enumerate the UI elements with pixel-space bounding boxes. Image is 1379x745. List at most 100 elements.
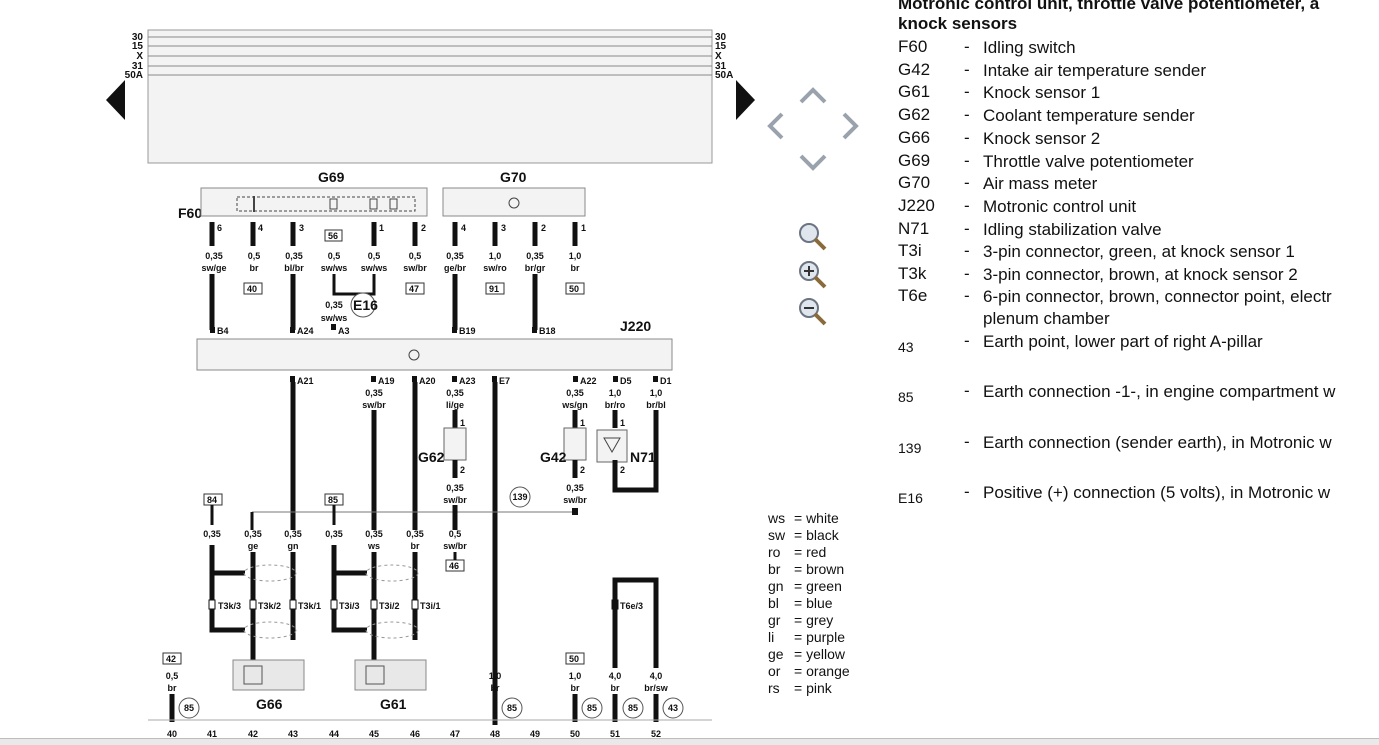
legend-title-line1: Motronic control unit, throttle valve po… bbox=[898, 0, 1320, 13]
ref-box-42: 42 bbox=[166, 654, 176, 664]
wire-color: sw/ro bbox=[483, 263, 507, 273]
chevron-up-icon[interactable] bbox=[793, 78, 833, 114]
track-number: 43 bbox=[288, 729, 298, 739]
next-page-arrow[interactable] bbox=[736, 80, 755, 120]
chevron-left-icon[interactable] bbox=[756, 108, 796, 144]
bottom-wire-labels: 0,35 0,35 ge 0,35 gn 0,35 0,35 ws 0,35 b… bbox=[203, 529, 467, 551]
n71-component bbox=[596, 429, 628, 463]
legend-desc: Idling stabilization valve bbox=[983, 220, 1162, 239]
g62-component bbox=[443, 427, 467, 461]
ref-box-40: 40 bbox=[247, 284, 257, 294]
wire-color: ws/gn bbox=[561, 400, 588, 410]
pin-g69-1: 1 bbox=[379, 223, 384, 233]
wire-size: 0,35 bbox=[526, 251, 544, 261]
legend-desc: Motronic control unit bbox=[983, 197, 1137, 216]
rail-label-x: X bbox=[136, 51, 143, 62]
color-key-row: br= brown bbox=[768, 561, 845, 577]
rail-lines bbox=[148, 36, 712, 76]
magnifier-icon[interactable] bbox=[796, 220, 828, 252]
wire-size: 1,0 bbox=[650, 388, 663, 398]
rail-label-15: 15 bbox=[132, 41, 144, 52]
pin-a20: A20 bbox=[419, 376, 436, 386]
track-number: 45 bbox=[369, 729, 379, 739]
wire-size: 0,5 bbox=[166, 671, 179, 681]
knock-sensor-wires bbox=[209, 545, 418, 660]
wire-color: ws bbox=[367, 541, 380, 551]
wire-size: 1,0 bbox=[489, 671, 502, 681]
wire-color: br/ro bbox=[605, 400, 626, 410]
legend-code: G66 bbox=[898, 128, 931, 147]
wire-size: 0,35 bbox=[406, 529, 424, 539]
wiring-diagram: 30 15 X 31 50A 30 15 X 31 50A G69 F60 G7… bbox=[106, 29, 755, 739]
wire-size: 0,35 bbox=[446, 483, 464, 493]
wire-size: 0,5 bbox=[449, 529, 462, 539]
connector-t3i-2: T3i/2 bbox=[379, 601, 400, 611]
color-key-row: gr= grey bbox=[768, 612, 834, 628]
ref-box-91: 91 bbox=[489, 284, 499, 294]
g69-component bbox=[200, 187, 428, 217]
rail-label-15-right: 15 bbox=[715, 41, 727, 52]
legend-code: G61 bbox=[898, 82, 931, 101]
legend-code: N71 bbox=[898, 219, 930, 238]
pin-b4: B4 bbox=[217, 326, 229, 336]
zoom-in-icon[interactable] bbox=[796, 258, 828, 290]
legend-code: G70 bbox=[898, 173, 931, 192]
wire-color: sw/br bbox=[443, 541, 467, 551]
wire-size: 0,35 bbox=[365, 529, 383, 539]
color-key-row: sw= black bbox=[768, 527, 839, 543]
pin-a21: A21 bbox=[297, 376, 314, 386]
pin-g69-4: 4 bbox=[258, 223, 263, 233]
f60-label: F60 bbox=[178, 205, 202, 221]
track-number: 41 bbox=[207, 729, 217, 739]
track-number: 42 bbox=[248, 729, 258, 739]
horizontal-scrollbar[interactable] bbox=[0, 738, 1379, 745]
track-number: 44 bbox=[329, 729, 339, 739]
rail-label-50a-right: 50A bbox=[715, 70, 733, 81]
g42-pin-2: 2 bbox=[580, 465, 585, 475]
pin-g69-6: 6 bbox=[217, 223, 222, 233]
wire-color: br bbox=[411, 541, 420, 551]
wire-color: ge/br bbox=[444, 263, 467, 273]
j220-down-wires bbox=[290, 382, 659, 725]
track-number: 50 bbox=[570, 729, 580, 739]
chevron-right-icon[interactable] bbox=[830, 108, 870, 144]
g42-component bbox=[563, 427, 587, 461]
wire-color: br bbox=[168, 683, 177, 693]
g42-pin-1: 1 bbox=[580, 418, 585, 428]
legend-desc: Knock sensor 2 bbox=[983, 129, 1101, 148]
earth-85: 85 bbox=[507, 703, 517, 713]
connector-t6e-3: T6e/3 bbox=[620, 601, 643, 611]
top-stubs bbox=[209, 222, 578, 246]
legend-desc: 6-pin connector, brown, connector point,… bbox=[983, 287, 1332, 306]
j220-label: J220 bbox=[620, 318, 651, 334]
pin-b18: B18 bbox=[539, 326, 556, 336]
track-number: 46 bbox=[410, 729, 420, 739]
legend-desc: Intake air temperature sender bbox=[983, 61, 1207, 80]
legend-desc: Air mass meter bbox=[983, 174, 1098, 193]
legend-code: 43 bbox=[898, 339, 914, 355]
legend-title-line2: knock sensors bbox=[898, 14, 1018, 33]
chevron-down-icon[interactable] bbox=[793, 144, 833, 180]
pin-g70-4: 4 bbox=[461, 223, 466, 233]
legend-code: G42 bbox=[898, 60, 931, 79]
track-number: 52 bbox=[651, 729, 661, 739]
top-wire-labels: 0,35 sw/ge 0,5 br 0,35 bl/br 0,5 sw/ws 0… bbox=[201, 251, 581, 273]
rail-label-30: 30 bbox=[132, 32, 144, 43]
connector-shields bbox=[243, 564, 419, 639]
sensor-lower-stubs bbox=[452, 460, 618, 478]
legend-desc: Earth point, lower part of right A-pilla… bbox=[983, 332, 1263, 351]
previous-page-arrow[interactable] bbox=[106, 80, 125, 120]
track-number: 40 bbox=[167, 729, 177, 739]
wire-size: 0,35 bbox=[566, 388, 584, 398]
wire-color: br bbox=[611, 683, 620, 693]
pin-a23: A23 bbox=[459, 376, 476, 386]
wire-size: 0,35 bbox=[284, 529, 302, 539]
wire-color: sw/br bbox=[403, 263, 427, 273]
g66-label: G66 bbox=[256, 696, 283, 712]
top-pin-numbers: 6 4 3 56 1 2 4 3 2 1 bbox=[217, 223, 586, 242]
legend-desc: 3-pin connector, brown, at knock sensor … bbox=[983, 265, 1298, 284]
wire-color: ge bbox=[248, 541, 259, 551]
zoom-out-icon[interactable] bbox=[796, 295, 828, 327]
wire-size: 0,5 bbox=[248, 251, 261, 261]
connector-t3k-2: T3k/2 bbox=[258, 601, 281, 611]
